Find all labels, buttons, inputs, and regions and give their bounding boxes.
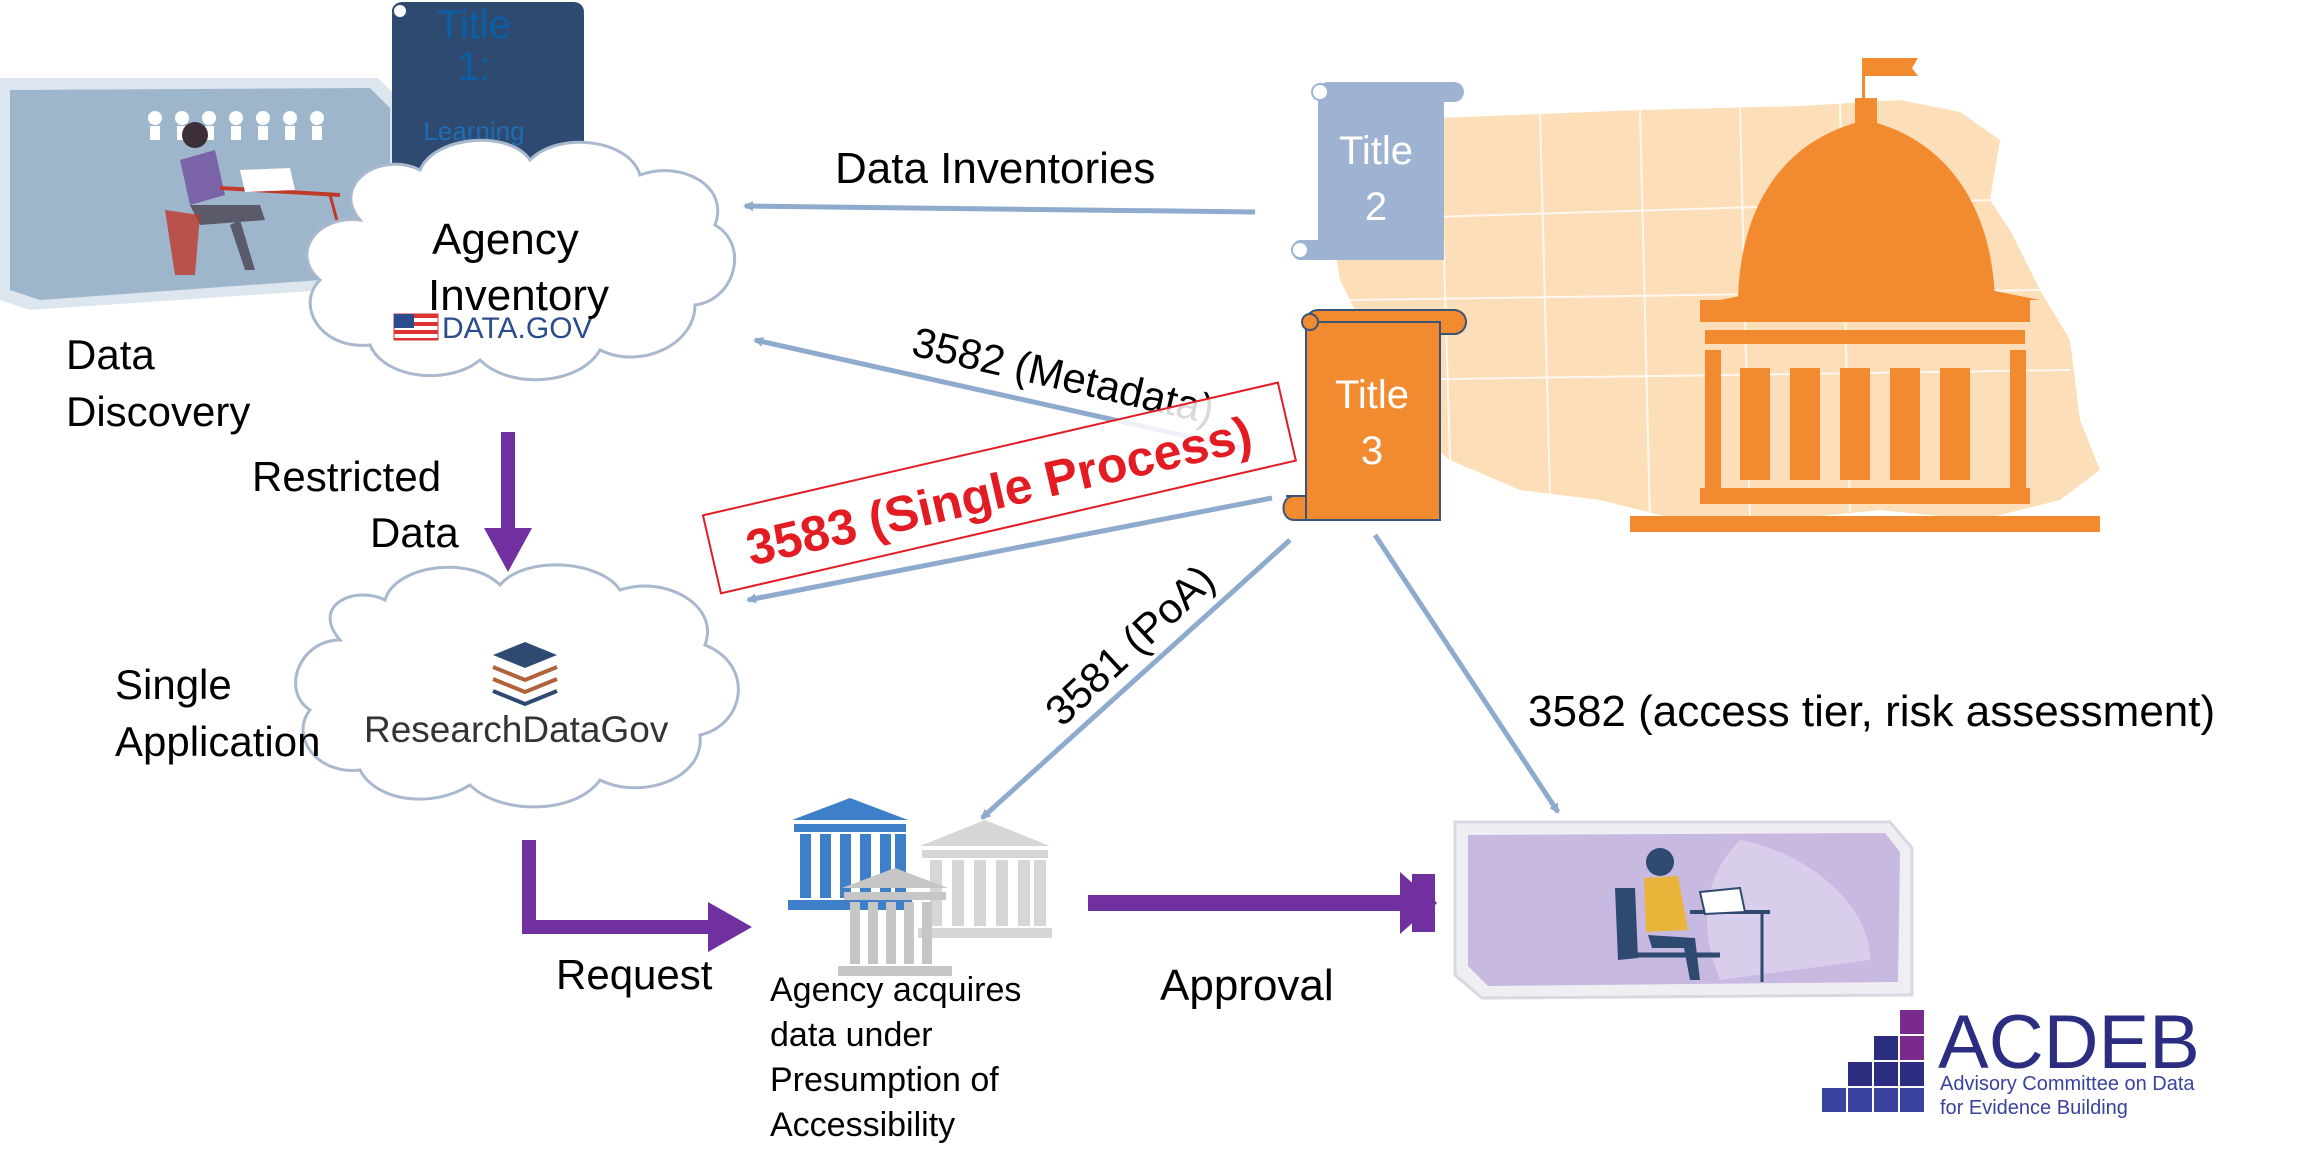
agency-acquires-line4: Accessibility bbox=[770, 1106, 956, 1144]
title3-scroll bbox=[1282, 309, 1467, 521]
title1-line2: 1: bbox=[457, 45, 490, 89]
agency-inventory-line2: Inventory bbox=[428, 271, 609, 320]
arrow-poa bbox=[980, 538, 1292, 820]
title3-line1: Title bbox=[1335, 373, 1409, 417]
title2-line2: 2 bbox=[1365, 185, 1387, 229]
layers-icon bbox=[492, 642, 558, 707]
capitol-icon bbox=[1630, 58, 2100, 532]
researcher-photo bbox=[1453, 820, 1914, 1000]
label-data-discovery-1: Data bbox=[66, 331, 155, 378]
title2-scroll bbox=[1290, 82, 1464, 260]
arrow-restricted-data bbox=[484, 432, 532, 572]
arrow-single-process bbox=[746, 495, 1273, 604]
agency-acquires-line2: data under bbox=[770, 1016, 933, 1054]
acdeb-logo-sub2: for Evidence Building bbox=[1940, 1097, 2128, 1119]
agency-buildings-icon bbox=[788, 798, 1052, 976]
label-single-2: Application bbox=[115, 718, 321, 765]
analyst-photo bbox=[0, 78, 400, 310]
agency-acquires-line3: Presumption of bbox=[770, 1061, 999, 1099]
title1-line1: Title bbox=[437, 3, 511, 47]
us-flag-icon bbox=[393, 313, 439, 341]
acdeb-logo-sub1: Advisory Committee on Data bbox=[1940, 1073, 2195, 1095]
label-agency-acquires: Agency acquires data under Presumption o… bbox=[770, 968, 1021, 1148]
label-access-tier: 3582 (access tier, risk assessment) bbox=[1528, 687, 2216, 736]
label-data-discovery-2: Discovery bbox=[66, 388, 251, 435]
acdeb-logo-icon bbox=[1822, 1010, 1924, 1112]
label-request: Request bbox=[556, 951, 713, 998]
single-process-box: 3583 (Single Process) bbox=[701, 381, 1298, 595]
title3-line2: 3 bbox=[1361, 429, 1383, 473]
label-single-1: Single bbox=[115, 661, 232, 708]
label-data-inventories: Data Inventories bbox=[835, 144, 1156, 193]
datagov-logo-text: DATA.GOV bbox=[442, 312, 593, 345]
arrow-approval bbox=[1088, 872, 1437, 934]
agency-acquires-line1: Agency acquires bbox=[770, 971, 1022, 1009]
title2-line1: Title bbox=[1339, 129, 1413, 173]
label-poa: 3581 (PoA) bbox=[1036, 555, 1223, 734]
acdeb-logo-name: ACDEB bbox=[1938, 1000, 2200, 1085]
arrow-access-tier bbox=[1372, 533, 1561, 814]
agency-inventory-line1: Agency bbox=[432, 215, 579, 264]
arrow-request bbox=[522, 840, 752, 952]
research-data-gov-cloud bbox=[294, 563, 740, 809]
label-restricted-2: Data bbox=[370, 509, 459, 556]
label-restricted-1: Restricted bbox=[252, 453, 442, 500]
arrow-data-inventories bbox=[743, 201, 1256, 215]
research-data-gov-logo-text: ResearchDataGov bbox=[364, 709, 669, 750]
label-approval: Approval bbox=[1160, 961, 1334, 1010]
